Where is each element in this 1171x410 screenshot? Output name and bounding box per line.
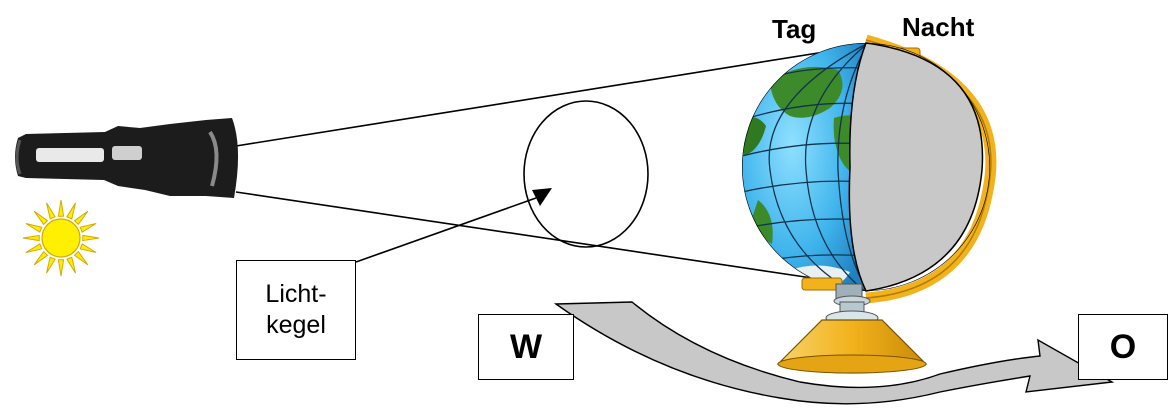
- light-cone-label-line1: Licht-: [265, 279, 327, 308]
- rotation-arrow: [553, 301, 1115, 405]
- west-label: W: [478, 314, 574, 380]
- light-cone-ellipse: [523, 100, 649, 248]
- globe-night-side: [848, 42, 984, 292]
- sun-ray: [25, 223, 43, 233]
- night-label: Nacht: [902, 12, 975, 42]
- sun-ray: [79, 223, 97, 233]
- sun-ray: [33, 210, 49, 226]
- day-label: Tag: [772, 14, 817, 44]
- sun-ray: [25, 243, 43, 253]
- sun-ray: [73, 210, 89, 226]
- sun-ray: [22, 234, 40, 242]
- sun-ray: [33, 250, 49, 266]
- sun-ray: [66, 202, 76, 220]
- sun-ray: [73, 250, 89, 266]
- sun-ray: [46, 256, 56, 274]
- light-cone-label-line2: kegel: [266, 311, 326, 339]
- globe-stand: [776, 277, 928, 374]
- sun-ray: [46, 202, 56, 220]
- sun-ray: [66, 256, 76, 274]
- sun-ray: [57, 259, 65, 277]
- sun-icon: [22, 199, 100, 277]
- light-cone-label-box: Licht- kegel: [236, 260, 356, 360]
- sun-ray: [82, 234, 100, 242]
- flashlight-icon: [15, 118, 239, 198]
- sun-ray: [57, 199, 65, 217]
- sun-ray: [79, 243, 97, 253]
- callout-line: [355, 197, 537, 263]
- callout-arrowhead: [532, 188, 552, 206]
- light-cone-bottom-line: [235, 191, 813, 279]
- light-cone-top-line: [235, 45, 863, 147]
- east-label: O: [1078, 314, 1168, 380]
